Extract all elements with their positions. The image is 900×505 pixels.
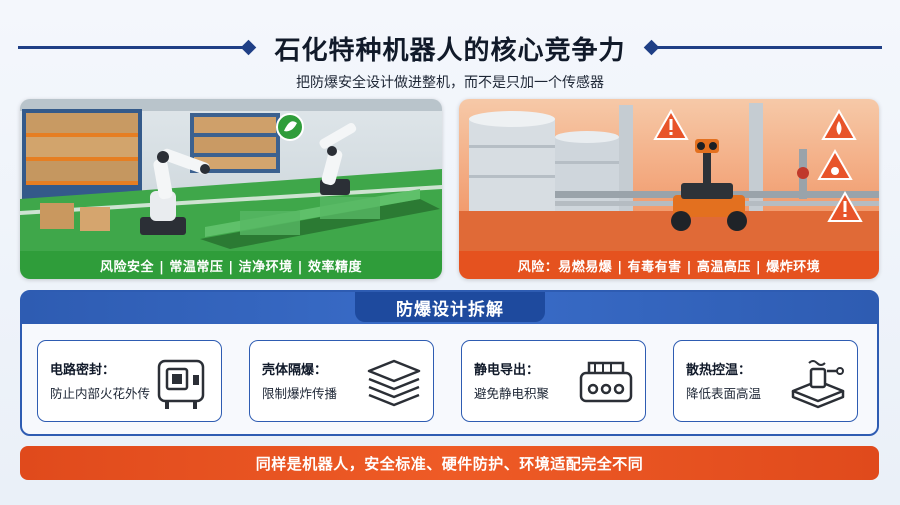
card-heat-control: 散热控温： 降低表面高温 (673, 340, 858, 422)
refinery-illustration (459, 99, 879, 251)
refinery-caption-bar: 风险：易燃易爆 | 有毒有害 | 高温高压 | 爆炸环境 (459, 251, 879, 279)
design-panel-heading: 防爆设计拆解 (355, 292, 545, 322)
flammable-warning-sign-icon (821, 108, 857, 140)
card-shell-isolation: 壳体隔爆： 限制爆炸传播 (249, 340, 434, 422)
title-divider-left (18, 46, 246, 49)
refinery-scene-panel: 风险：易燃易爆 | 有毒有害 | 高温高压 | 爆炸环境 (459, 99, 879, 279)
layered-shell-icon (367, 359, 421, 407)
heat-sink-icon (791, 360, 845, 409)
card-description: 降低表面高温 (686, 386, 762, 401)
static-discharge-module-icon (579, 361, 633, 403)
explosion-proof-inspection-robot (671, 139, 747, 231)
card-description: 限制爆炸传播 (262, 386, 338, 401)
safety-leaf-badge-icon (276, 113, 304, 141)
page-subtitle: 把防爆安全设计做进整机，而不是只加一个传感器 (296, 75, 604, 91)
design-breakdown-panel: 防爆设计拆解 电路密封： 防止内部火花外传 壳体隔爆： 限制爆炸传播 静电导出：… (20, 290, 879, 436)
card-description: 避免静电积聚 (474, 386, 550, 401)
card-title: 电路密封： (50, 363, 116, 378)
card-title: 散热控温： (686, 363, 752, 378)
title-row: 石化特种机器人的核心竞争力 (0, 30, 900, 66)
factory-scene-panel: 风险安全 | 常温常压 | 洁净环境 | 效率精度 (20, 99, 442, 279)
conveyor-line (200, 189, 440, 249)
factory-caption-bar: 风险安全 | 常温常压 | 洁净环境 | 效率精度 (20, 251, 442, 279)
factory-illustration (20, 99, 442, 251)
sealed-circuit-box-icon (157, 359, 205, 409)
card-static-discharge: 静电导出： 避免静电积聚 (461, 340, 646, 422)
title-divider-right (654, 46, 882, 49)
page-title: 石化特种机器人的核心竞争力 (274, 36, 626, 66)
card-title: 静电导出： (474, 363, 540, 378)
title-diamond-left (240, 39, 257, 56)
industrial-robot-arm-2 (319, 122, 357, 195)
hazard-warning-sign-icon (653, 108, 689, 140)
card-description: 防止内部火花外传 (50, 386, 151, 401)
warehouse-shelves (22, 109, 280, 201)
explosive-warning-sign-icon (817, 148, 853, 180)
danger-warning-sign-icon (827, 190, 863, 222)
industrial-robot-arm-1 (140, 148, 210, 235)
card-circuit-sealing: 电路密封： 防止内部火花外传 (37, 340, 222, 422)
conclusion-banner: 同样是机器人，安全标准、硬件防护、环境适配完全不同 (20, 446, 879, 480)
card-title: 壳体隔爆： (262, 363, 328, 378)
